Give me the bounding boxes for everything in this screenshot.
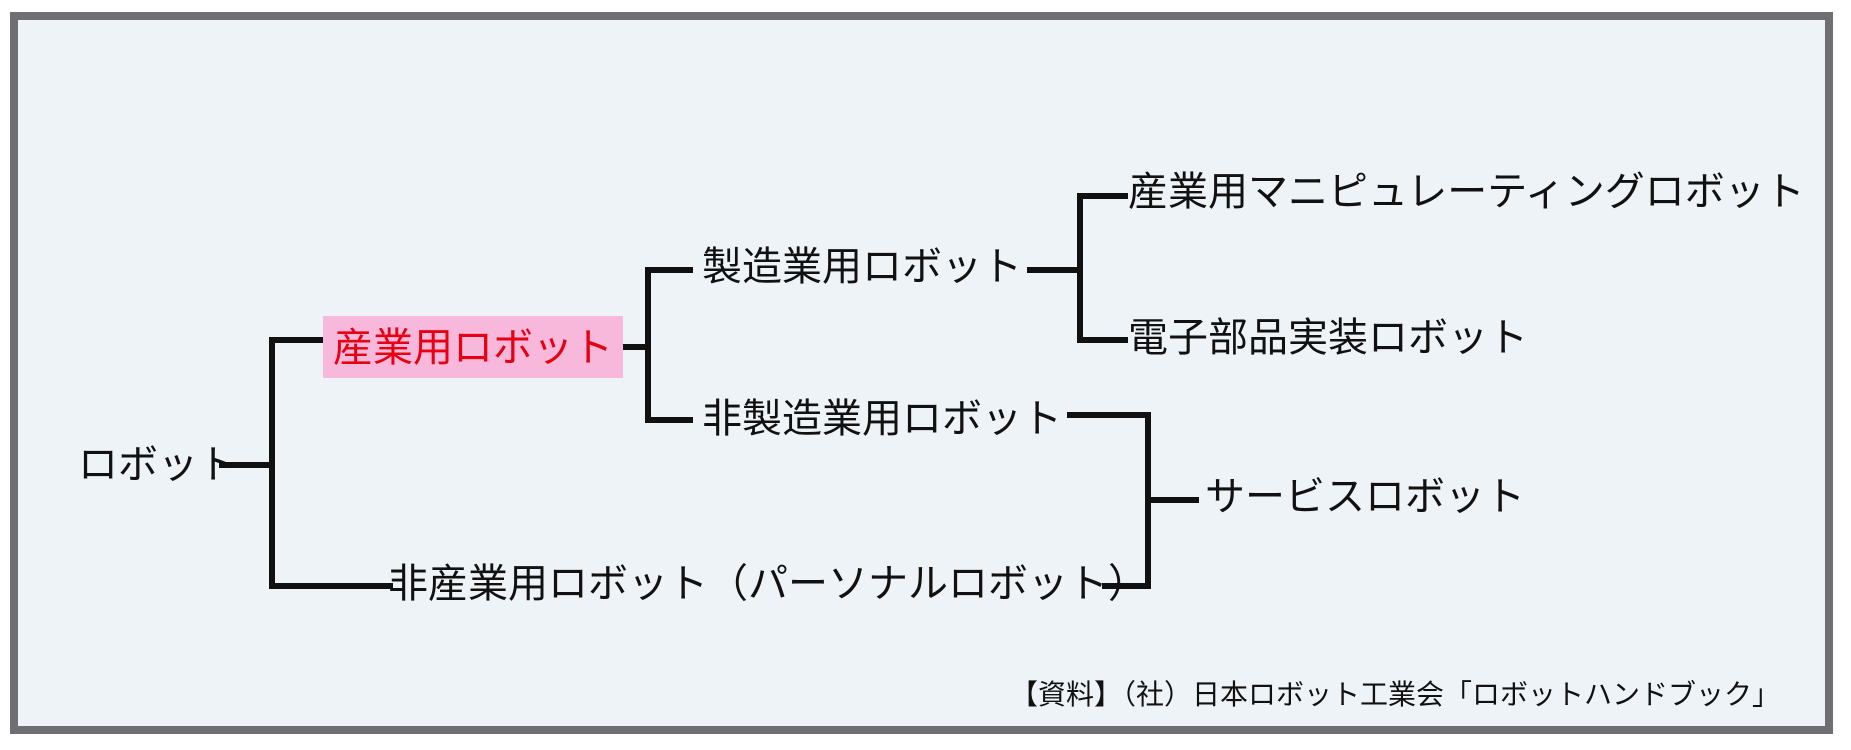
node-service: サービスロボット	[1205, 474, 1525, 520]
node-non-industrial: 非産業用ロボット（パーソナルロボット）	[388, 561, 1148, 607]
node-root: ロボット	[78, 442, 238, 488]
node-manipulating: 産業用マニピュレーティングロボット	[1128, 169, 1805, 215]
node-electronic-mounting: 電子部品実装ロボット	[1128, 315, 1528, 361]
node-industrial: 産業用ロボット	[323, 316, 623, 378]
diagram-frame	[10, 12, 1833, 734]
node-non-manufacturing: 非製造業用ロボット	[702, 396, 1062, 442]
source-caption: 【資料】（社）日本ロボット工業会「ロボットハンドブック」	[1010, 678, 1781, 711]
node-manufacturing: 製造業用ロボット	[702, 244, 1022, 290]
